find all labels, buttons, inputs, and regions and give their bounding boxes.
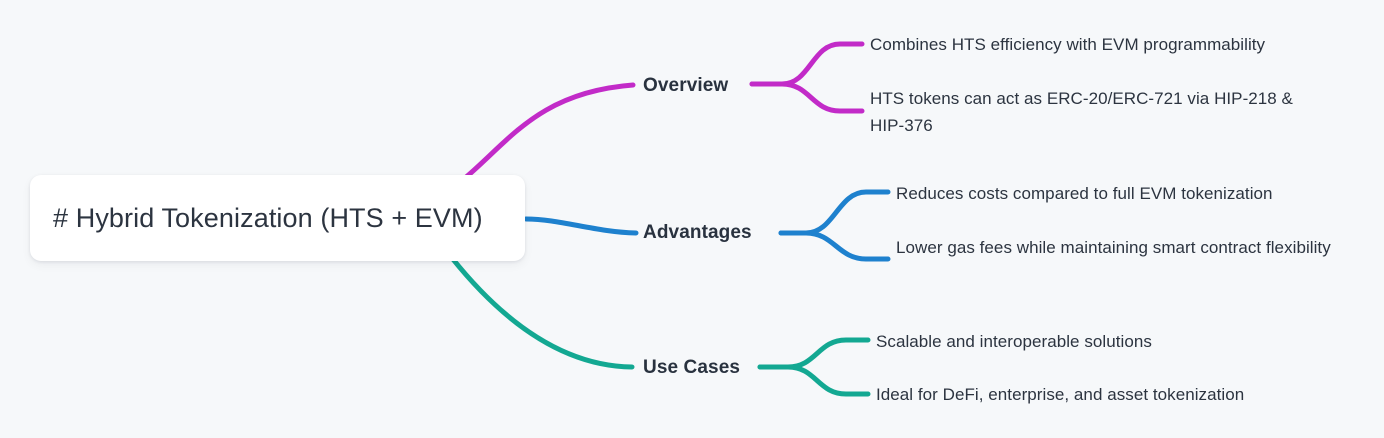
branch-label-usecases[interactable]: Use Cases [643, 357, 741, 378]
edge-root-to-advantages [523, 216, 639, 236]
leaf-overview-2[interactable]: HTS tokens can act as ERC-20/ERC-721 via… [870, 89, 1293, 135]
leaf-usecases-1[interactable]: Scalable and interoperable solutions [876, 332, 1152, 351]
leaf-overview-1[interactable]: Combines HTS efficiency with EVM program… [870, 35, 1266, 54]
branch-label-overview[interactable]: Overview [643, 75, 729, 96]
branch-label-advantages[interactable]: Advantages [643, 222, 752, 243]
root-node[interactable]: # Hybrid Tokenization (HTS + EVM) [30, 175, 525, 261]
root-node-label: # Hybrid Tokenization (HTS + EVM) [53, 202, 483, 233]
edge-advantages-to-leaf-2 [778, 230, 891, 262]
leaf-advantages-2[interactable]: Lower gas fees while maintaining smart c… [896, 238, 1331, 257]
edge-usecases-to-leaf-2 [757, 364, 871, 397]
leaf-usecases-2[interactable]: Ideal for DeFi, enterprise, and asset to… [876, 385, 1245, 404]
leaf-advantages-1[interactable]: Reduces costs compared to full EVM token… [896, 184, 1273, 203]
edge-overview-to-leaf-2 [749, 81, 865, 114]
edge-advantages-to-leaf-1 [778, 189, 891, 236]
edge-overview-to-leaf-1 [749, 41, 865, 87]
edge-root-to-usecases [449, 255, 635, 370]
edge-usecases-to-leaf-1 [757, 337, 871, 370]
edge-root-to-overview [462, 82, 636, 181]
